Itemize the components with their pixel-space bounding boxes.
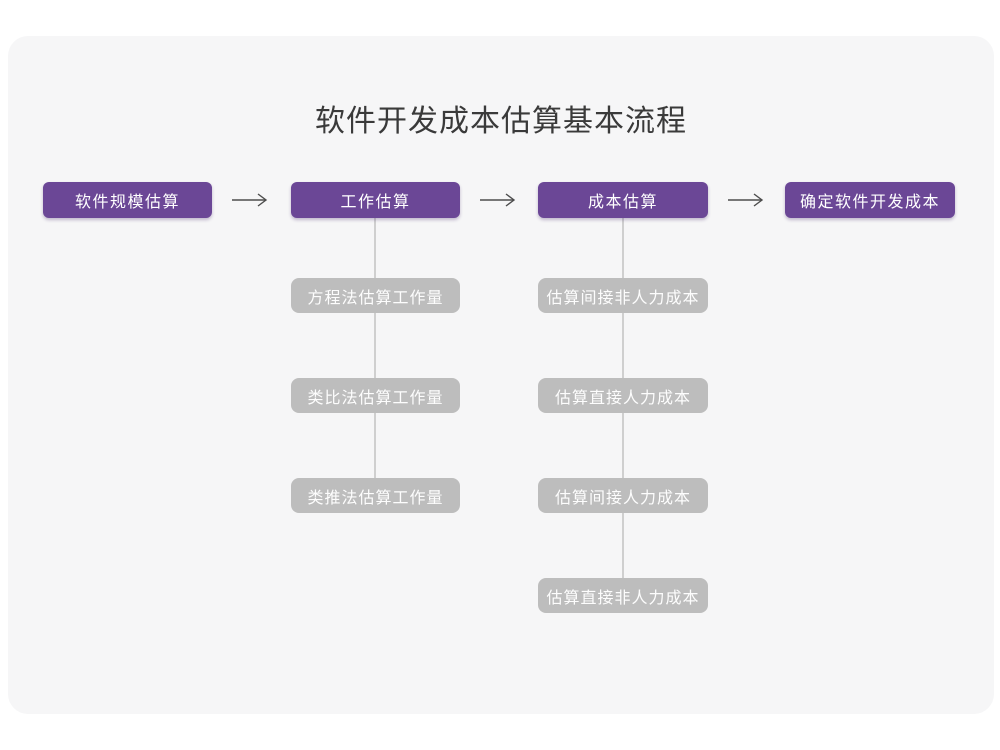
- substep-label: 估算间接人力成本: [554, 489, 691, 507]
- arrow-right-icon: [727, 192, 765, 208]
- arrow-right-icon: [479, 192, 517, 208]
- flow-step-software-scale: 软件规模估算: [43, 182, 212, 218]
- substep-label: 估算直接人力成本: [554, 389, 691, 407]
- flow-step-label: 确定软件开发成本: [799, 194, 940, 211]
- substep-equation-method: 方程法估算工作量: [291, 278, 460, 313]
- substep-label: 类推法估算工作量: [307, 489, 444, 507]
- flow-step-label: 成本估算: [587, 194, 658, 211]
- substep-direct-nonlabor-cost: 估算直接非人力成本: [538, 578, 708, 613]
- substep-label: 类比法估算工作量: [307, 389, 444, 407]
- substep-direct-labor-cost: 估算直接人力成本: [538, 378, 708, 413]
- flow-step-label: 软件规模估算: [74, 194, 180, 211]
- page-title: 软件开发成本估算基本流程: [315, 105, 687, 138]
- connector-line-work: [374, 218, 376, 496]
- flow-step-label: 工作估算: [340, 194, 411, 211]
- substep-label: 方程法估算工作量: [307, 289, 444, 307]
- substep-analogy-method: 类比法估算工作量: [291, 378, 460, 413]
- substep-label: 估算间接非人力成本: [546, 289, 700, 307]
- flow-step-determine-cost: 确定软件开发成本: [785, 182, 955, 218]
- substep-label: 估算直接非人力成本: [546, 589, 700, 607]
- substep-indirect-nonlabor-cost: 估算间接非人力成本: [538, 278, 708, 313]
- substep-extrapolation-method: 类推法估算工作量: [291, 478, 460, 513]
- diagram-canvas: 软件开发成本估算基本流程 软件规模估算 工作估算 成本估算: [8, 36, 994, 714]
- flow-step-cost-estimation: 成本估算: [538, 182, 708, 218]
- substep-indirect-labor-cost: 估算间接人力成本: [538, 478, 708, 513]
- arrow-right-icon: [231, 192, 269, 208]
- flow-step-work-estimation: 工作估算: [291, 182, 460, 218]
